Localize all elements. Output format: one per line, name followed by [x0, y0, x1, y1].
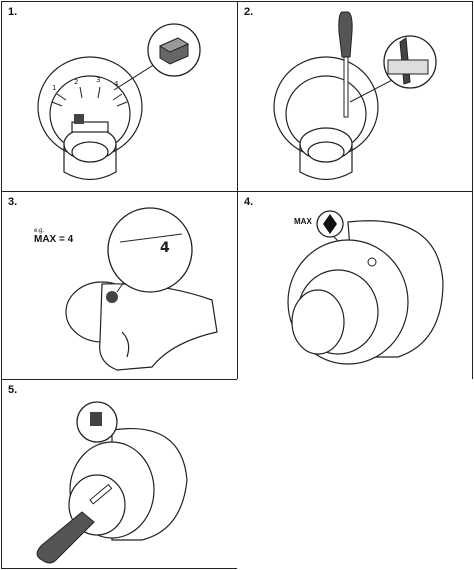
ribs: [51, 86, 128, 107]
svg-text:4: 4: [114, 80, 119, 88]
max-label: MAX: [294, 217, 312, 226]
step-2-illustration: [273, 11, 437, 181]
step-3-number: 3.: [8, 196, 18, 208]
svg-text:4: 4: [160, 240, 170, 256]
step-4-illustration: [287, 210, 444, 365]
step-1-panel: 1. 2 3 4 1: [1, 1, 238, 192]
screwdriver-icon: [338, 11, 353, 118]
example-max-label: MAX = 4: [34, 234, 74, 245]
thermostat-head: [68, 428, 188, 541]
thermostat-head: [287, 220, 444, 365]
svg-text:2: 2: [74, 78, 78, 86]
step-4-panel: 4. MAX: [237, 191, 473, 380]
scale-marker: [106, 291, 118, 303]
step-1-number: 1.: [8, 6, 18, 18]
step-3-panel: 3. e.g. MAX = 4 4: [1, 191, 238, 380]
step-5-number: 5.: [8, 384, 18, 396]
step-4-number: 4.: [244, 196, 254, 208]
step-5-panel: 5.: [1, 379, 238, 569]
scale-marks: 2 3 4 1: [52, 76, 119, 92]
diamond-icon: [316, 210, 344, 238]
thermostat-head: [37, 56, 143, 181]
empty-cell: [237, 379, 473, 569]
screwdriver-icon: [36, 483, 113, 564]
thermostat-and-hand: [65, 281, 218, 371]
step-2-number: 2.: [244, 6, 254, 18]
thermostat-head: [273, 56, 379, 181]
callout-line: [349, 76, 399, 103]
zoom-circle: [107, 207, 193, 293]
step-3-illustration: 4: [65, 207, 218, 371]
limiter-pin: [74, 114, 84, 124]
limiter-pin-zoom: [90, 412, 102, 426]
svg-text:1: 1: [52, 84, 56, 92]
step-5-illustration: [36, 401, 188, 564]
example-prefix: e.g.: [34, 228, 45, 234]
step-1-illustration: 2 3 4 1: [37, 23, 201, 181]
svg-text:3: 3: [96, 76, 100, 84]
step-2-panel: 2.: [237, 1, 473, 192]
